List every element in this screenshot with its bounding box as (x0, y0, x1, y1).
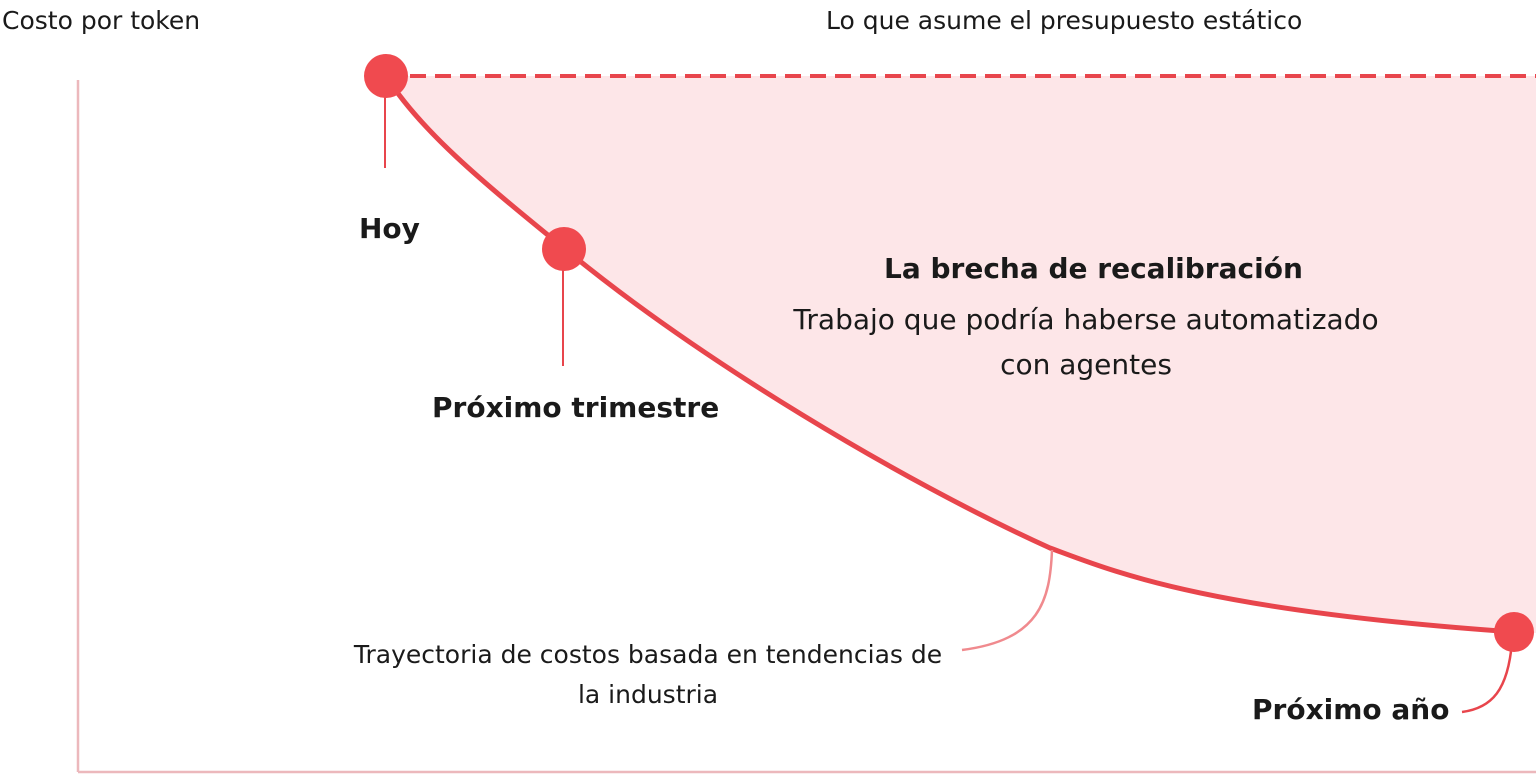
recalibration-gap-area (386, 76, 1536, 633)
static-budget-label: Lo que asume el presupuesto estático (826, 6, 1303, 35)
next-quarter-point (542, 227, 586, 271)
trajectory-leader (961, 549, 1054, 652)
trajectory-label: Trayectoria de costos basada en tendenci… (353, 640, 943, 709)
today-label: Hoy (359, 212, 420, 245)
next-year-point (1494, 612, 1534, 652)
today-point (364, 54, 408, 98)
y-axis-title: Costo por token (2, 6, 201, 35)
next-quarter-label: Próximo trimestre (432, 391, 720, 424)
gap-title: La brecha de recalibración (884, 252, 1303, 285)
next-year-label: Próximo año (1252, 693, 1450, 726)
next-year-leader (1461, 641, 1514, 714)
gap-description: Trabajo que podría haberse automatizado … (793, 303, 1379, 381)
cost-trajectory-curve (383, 73, 1517, 635)
